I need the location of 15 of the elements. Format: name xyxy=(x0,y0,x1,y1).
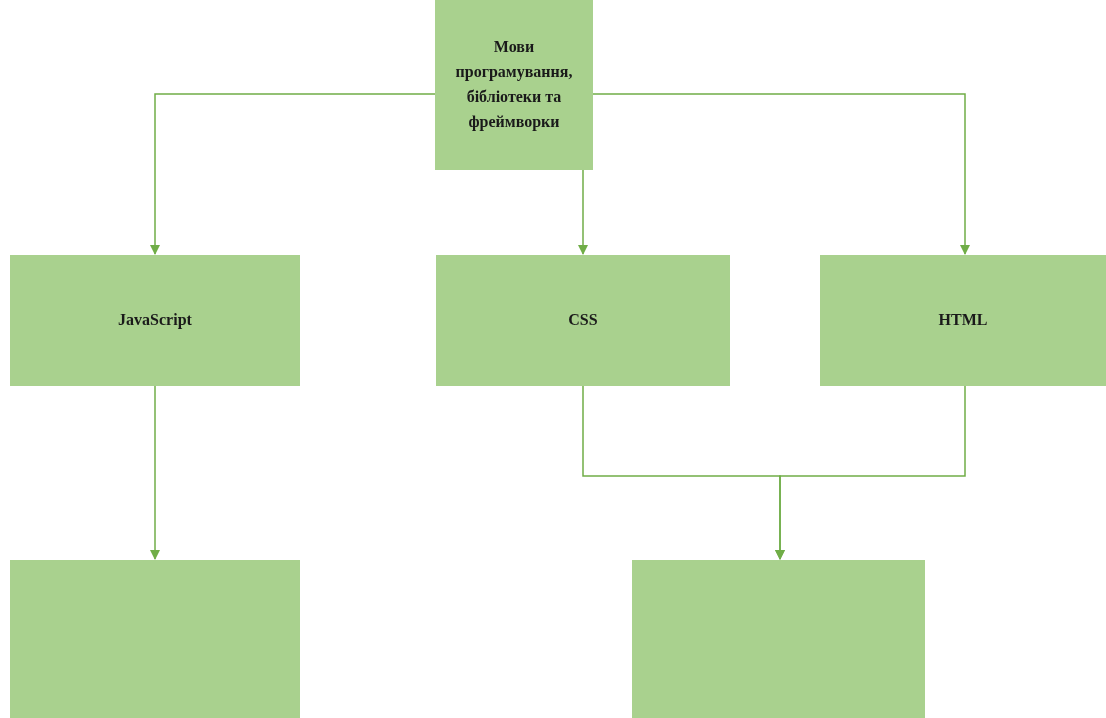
node-label: CSS xyxy=(568,310,598,331)
process-box xyxy=(436,255,730,386)
arrow xyxy=(775,385,966,560)
arrow xyxy=(150,93,436,255)
process-box xyxy=(820,255,1106,386)
node-label: JavaScript xyxy=(118,310,192,331)
empty-box xyxy=(10,560,300,718)
empty-box xyxy=(632,560,925,718)
process-box xyxy=(435,0,593,170)
arrow xyxy=(150,385,160,560)
node-label: Мови програмування, бібліотеки та фреймворки xyxy=(454,37,574,133)
node-label: HTML xyxy=(938,310,988,331)
arrow xyxy=(592,93,970,255)
process-box xyxy=(10,255,300,386)
arrow xyxy=(578,169,588,255)
